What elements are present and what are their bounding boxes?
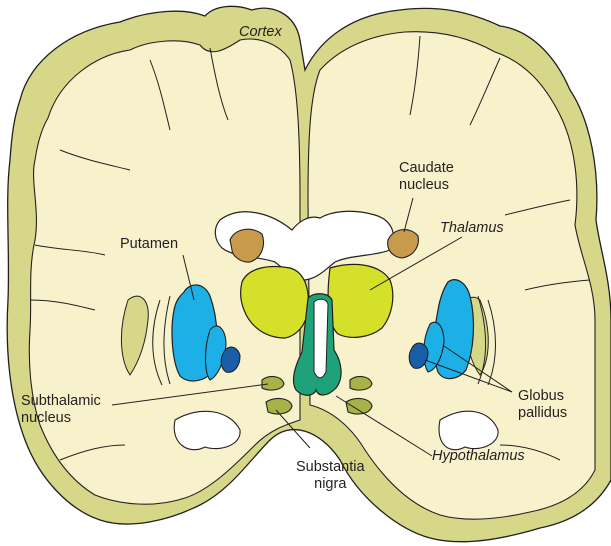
label-globus-line1: Globus: [518, 388, 567, 405]
label-thalamus: Thalamus: [440, 220, 504, 237]
label-caudate-nucleus: Caudate nucleus: [399, 160, 454, 194]
label-substantia-line2: nigra: [296, 476, 365, 493]
label-subthalamic-line1: Subthalamic: [21, 393, 101, 410]
subthalamic-nucleus-left: [262, 377, 284, 391]
subthalamic-nucleus-right: [350, 377, 372, 391]
label-substantia-line1: Substantia: [296, 459, 365, 476]
substantia-nigra-left: [266, 399, 292, 414]
label-hypothalamus: Hypothalamus: [432, 448, 525, 465]
label-subthalamic-line2: nucleus: [21, 410, 101, 427]
third-ventricle: [314, 299, 328, 378]
label-subthalamic-nucleus: Subthalamic nucleus: [21, 393, 101, 427]
label-putamen: Putamen: [120, 236, 178, 253]
label-globus-line2: pallidus: [518, 405, 567, 422]
substantia-nigra-right: [346, 399, 372, 414]
label-cortex: Cortex: [239, 24, 282, 41]
label-substantia-nigra: Substantia nigra: [296, 459, 365, 493]
label-globus-pallidus: Globus pallidus: [518, 388, 567, 422]
thalamus-right: [328, 264, 393, 337]
label-caudate-line1: Caudate: [399, 160, 454, 177]
label-caudate-line2: nucleus: [399, 177, 454, 194]
